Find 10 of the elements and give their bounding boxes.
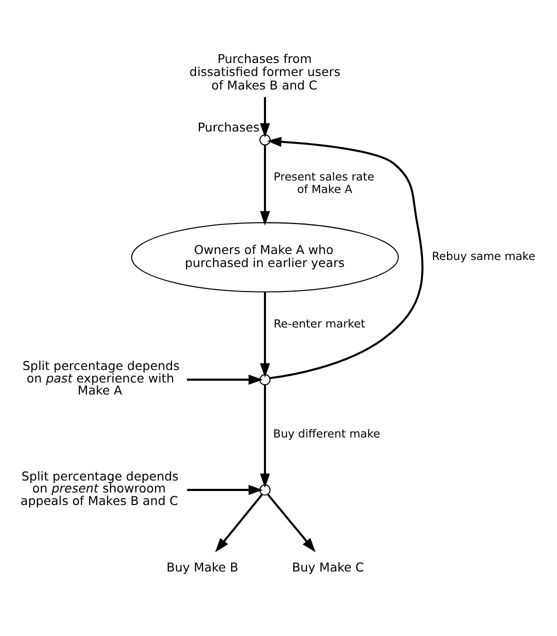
node-text: Buy Make C	[292, 560, 364, 575]
edge-label: Re-enter market	[274, 317, 366, 330]
node-text: Purchases from dissatisfied former users of Makes B and C	[189, 52, 340, 93]
node-text: Split percentage depends on past experience with Make A	[22, 359, 180, 398]
node-text: Split percentage depends on present showroom appeals of Makes B and C	[20, 469, 179, 508]
edge-label: Buy different make	[273, 428, 380, 441]
node-label: Purchases	[198, 120, 260, 134]
edge-label: Rebuy same make	[432, 250, 536, 264]
node-text: Buy Make B	[166, 560, 238, 575]
edge-label: Present sales rate of Make A	[274, 170, 374, 196]
